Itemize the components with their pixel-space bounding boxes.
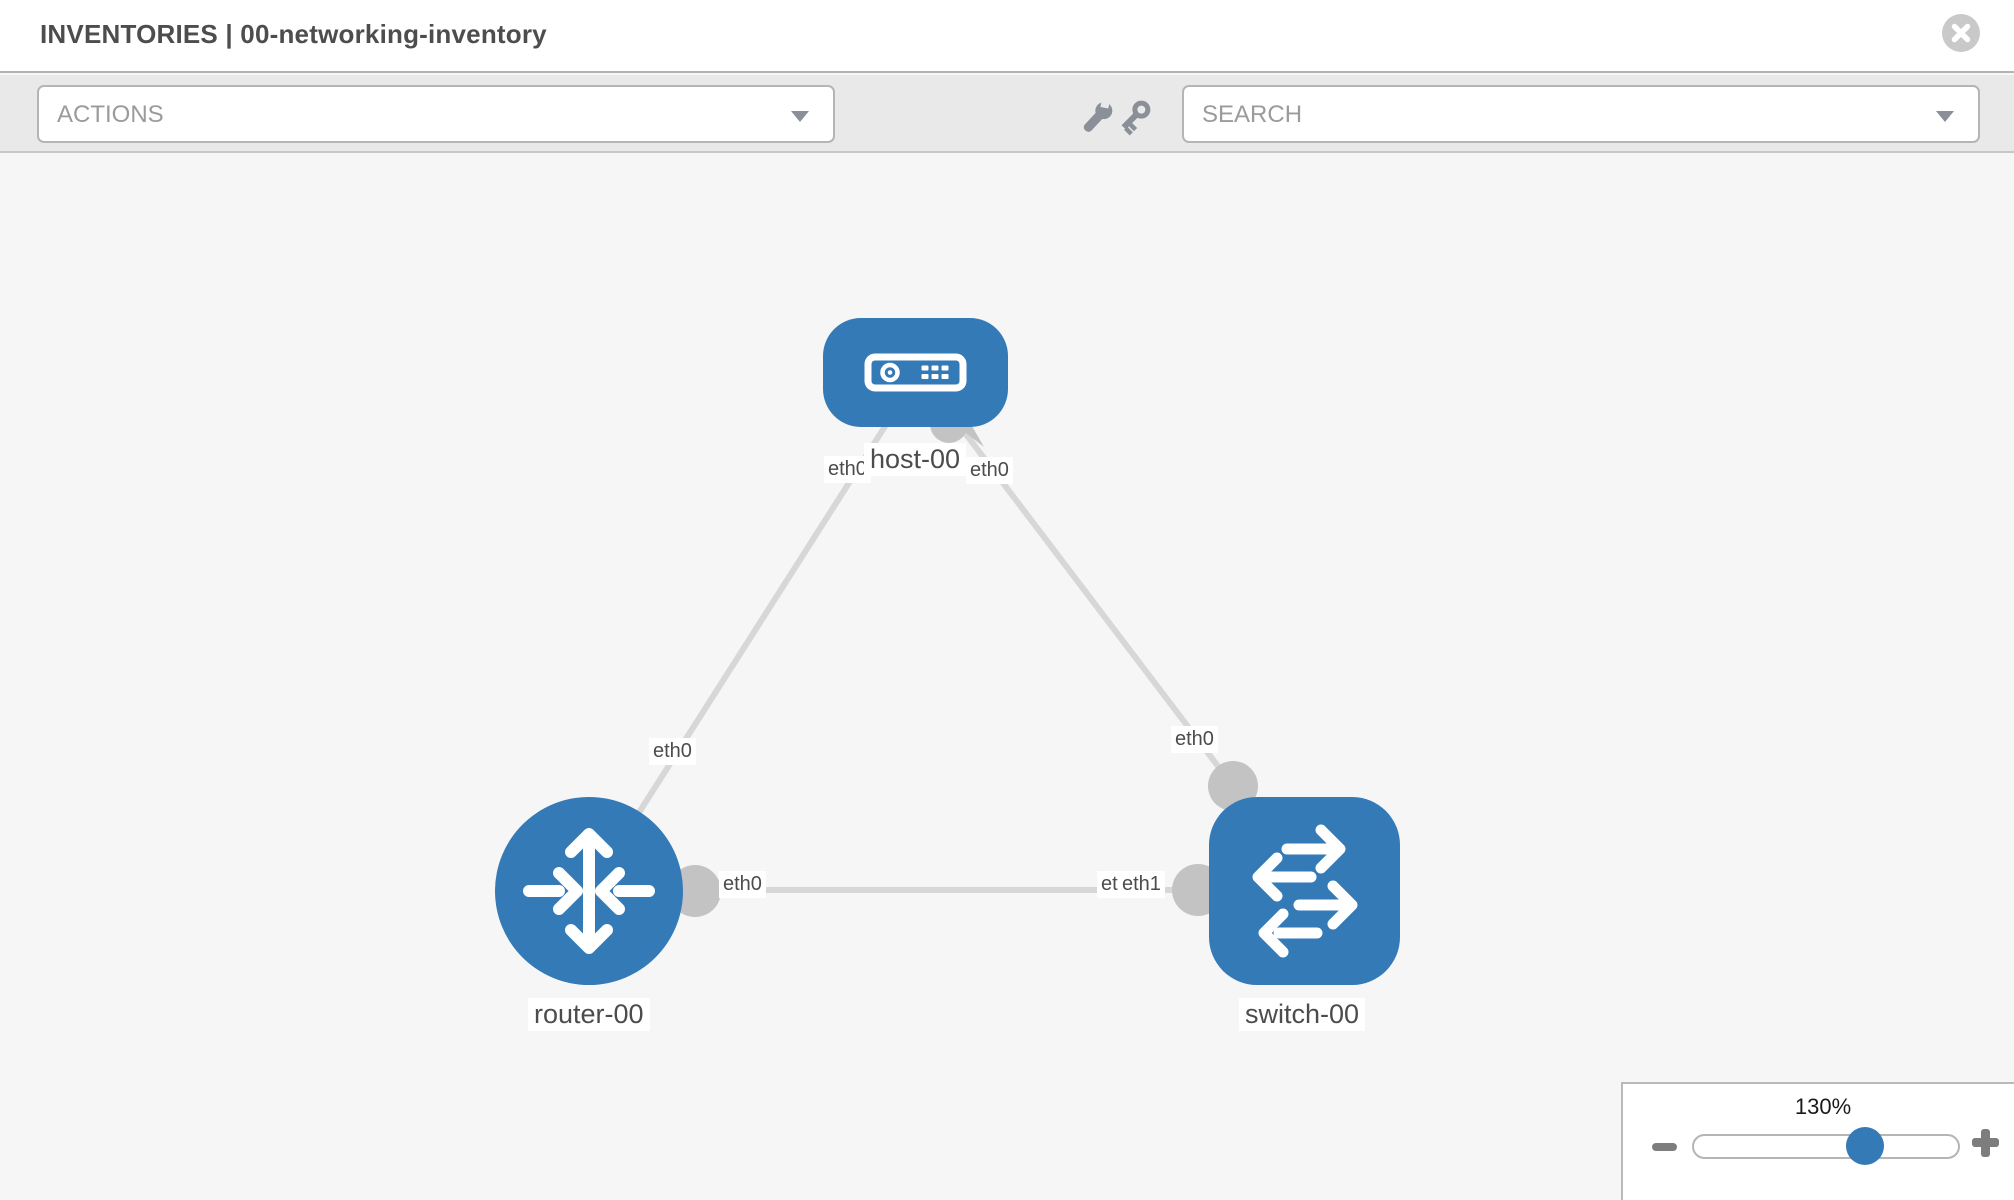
interface-label: eth0 <box>824 456 871 483</box>
zoom-in-button[interactable] <box>1967 1124 2003 1164</box>
interface-label: eth0 <box>719 871 766 898</box>
topology-canvas[interactable] <box>0 155 2014 1200</box>
key-button[interactable] <box>1116 97 1156 137</box>
zoom-slider-thumb[interactable] <box>1846 1127 1884 1165</box>
node-label-host: host-00 <box>864 443 967 476</box>
toolbar: ACTIONS SEARC <box>0 75 2014 153</box>
page-title: INVENTORIES | 00-networking-inventory <box>40 19 547 49</box>
close-button[interactable] <box>1942 14 1980 52</box>
zoom-out-button[interactable] <box>1647 1130 1683 1162</box>
zoom-out-icon <box>1652 1143 1677 1151</box>
router-icon <box>523 828 655 954</box>
key-icon <box>1121 100 1151 136</box>
wrench-icon <box>1083 97 1113 132</box>
interface-label: eth0 <box>1171 726 1218 753</box>
search-dropdown[interactable]: SEARCH <box>1182 85 1980 143</box>
node-label-switch: switch-00 <box>1239 998 1366 1031</box>
zoom-level-value: 130% <box>1794 1094 1852 1119</box>
actions-dropdown[interactable]: ACTIONS <box>37 85 835 143</box>
header: INVENTORIES | 00-networking-inventory <box>0 0 2014 73</box>
switch-icon <box>1252 824 1358 958</box>
node-router-00[interactable] <box>495 797 683 985</box>
actions-dropdown-label: ACTIONS <box>57 101 164 128</box>
chevron-down-icon <box>791 111 809 122</box>
close-icon <box>1942 14 1980 52</box>
zoom-in-icon <box>1972 1138 1999 1147</box>
search-dropdown-label: SEARCH <box>1202 101 1303 128</box>
node-switch-00[interactable] <box>1209 797 1400 985</box>
chevron-down-icon <box>1936 111 1954 122</box>
zoom-slider[interactable] <box>1692 1127 1960 1165</box>
wrench-button[interactable] <box>1077 97 1117 137</box>
interface-label: eth0 <box>649 738 696 765</box>
node-host-00[interactable] <box>823 318 1008 427</box>
node-label-router: router-00 <box>528 998 650 1031</box>
interface-label: eth0 <box>966 457 1013 484</box>
zoom-panel: 130% <box>1621 1082 2014 1200</box>
host-icon <box>864 353 967 392</box>
interface-label: eth1 <box>1118 871 1165 898</box>
